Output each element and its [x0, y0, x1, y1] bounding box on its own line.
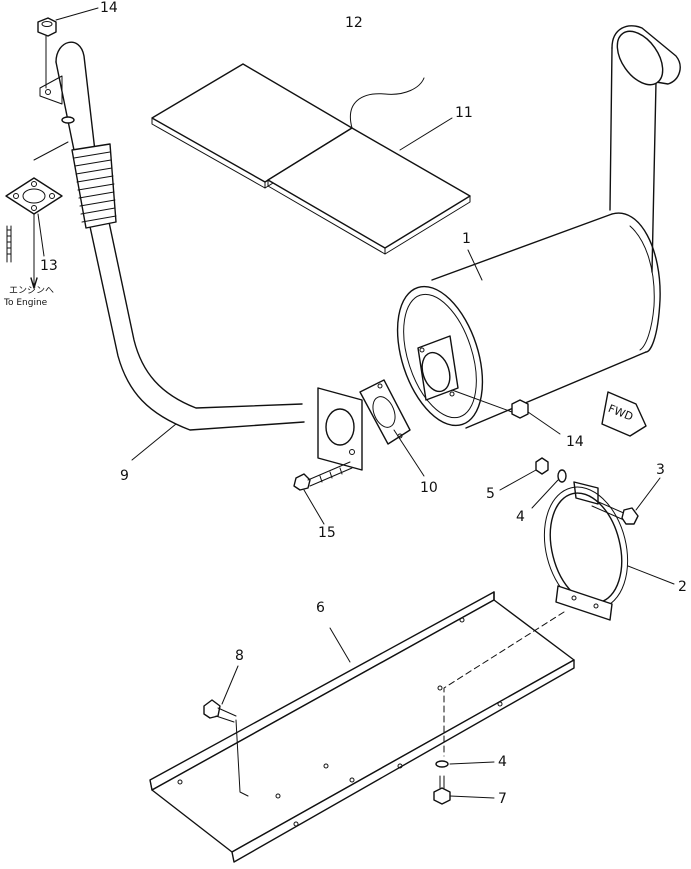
leader-9	[131, 423, 177, 461]
tail-pipe	[609, 25, 681, 273]
leader-4-upper	[531, 479, 559, 509]
engine-note-en: To Engine	[3, 298, 48, 308]
leader-3	[635, 477, 661, 511]
fwd-arrow: FWD	[601, 391, 647, 437]
washer-4-upper	[557, 469, 567, 483]
leader-14-muffler	[527, 411, 561, 435]
leader-6	[329, 627, 351, 663]
nut-14-muffler	[511, 399, 529, 419]
callout-14-top: 14	[100, 0, 118, 16]
bolt-8	[203, 699, 237, 723]
leader-2	[627, 565, 675, 585]
callout-4-lower: 4	[498, 754, 507, 770]
gasket-13	[5, 177, 63, 215]
leader-7	[449, 795, 495, 799]
callout-15: 15	[318, 525, 336, 541]
stud-line	[451, 389, 513, 413]
callout-1: 1	[462, 231, 471, 247]
leader-12	[350, 77, 425, 129]
callout-5: 5	[486, 486, 495, 502]
muffler-1	[396, 212, 661, 429]
flexible-bellows	[71, 143, 117, 229]
callout-11: 11	[455, 105, 473, 121]
callout-9: 9	[120, 468, 129, 484]
callout-8: 8	[235, 648, 244, 664]
callout-14-muffler: 14	[566, 434, 584, 450]
leader-14-top	[55, 7, 99, 21]
callout-10: 10	[420, 480, 438, 496]
leader-8-label	[221, 665, 239, 705]
leader-8	[235, 719, 249, 797]
insulation-sheet-11	[267, 127, 471, 255]
leader-5	[499, 469, 537, 491]
leader-15	[303, 489, 325, 525]
callout-6: 6	[316, 600, 325, 616]
callout-12: 12	[345, 15, 363, 31]
pipe-bracket	[39, 75, 63, 105]
leader-4-lower	[449, 761, 495, 765]
pipe-outlet-flange	[317, 387, 363, 471]
callout-4-upper: 4	[516, 509, 525, 525]
bracket-6	[149, 591, 575, 863]
leader-13	[37, 213, 45, 257]
callout-7: 7	[498, 791, 507, 807]
bolt-15	[293, 461, 353, 491]
stud-bolt-13	[6, 213, 38, 289]
nut-14-top	[37, 17, 57, 89]
engine-note-jp: エンジンへ	[9, 286, 54, 296]
exhaust-pipe-9	[55, 41, 305, 431]
pipe-bracket-hole	[45, 89, 51, 95]
bolt-7	[433, 775, 451, 805]
clamp-band-2	[543, 481, 629, 621]
center-line-2-6	[443, 611, 565, 757]
callout-2: 2	[678, 579, 687, 595]
leader-11	[399, 117, 453, 151]
callout-13: 13	[40, 258, 58, 274]
gasket-10	[359, 379, 411, 445]
leader-1	[467, 249, 483, 281]
nut-5	[535, 457, 549, 475]
washer-4-lower	[435, 760, 449, 768]
callout-3: 3	[656, 462, 665, 478]
leader-10	[393, 429, 425, 477]
gasket-leader	[33, 141, 69, 161]
